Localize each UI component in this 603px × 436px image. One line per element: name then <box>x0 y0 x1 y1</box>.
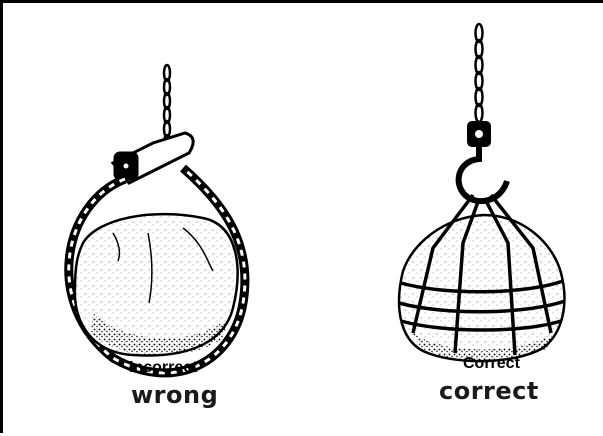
wrong-caption: wrong <box>131 381 218 409</box>
right-shackle <box>467 121 491 147</box>
correct-rigging-drawing <box>399 24 565 361</box>
incorrect-rigging-drawing <box>69 65 245 373</box>
correct-handwritten-caption: correct <box>439 377 539 405</box>
left-shackle <box>113 133 193 183</box>
right-hook <box>459 147 507 201</box>
incorrect-caption: Incorrect <box>129 359 197 377</box>
right-vertical-chain <box>476 24 483 122</box>
correct-caption: Correct <box>463 355 520 373</box>
left-rock-load <box>75 214 238 355</box>
